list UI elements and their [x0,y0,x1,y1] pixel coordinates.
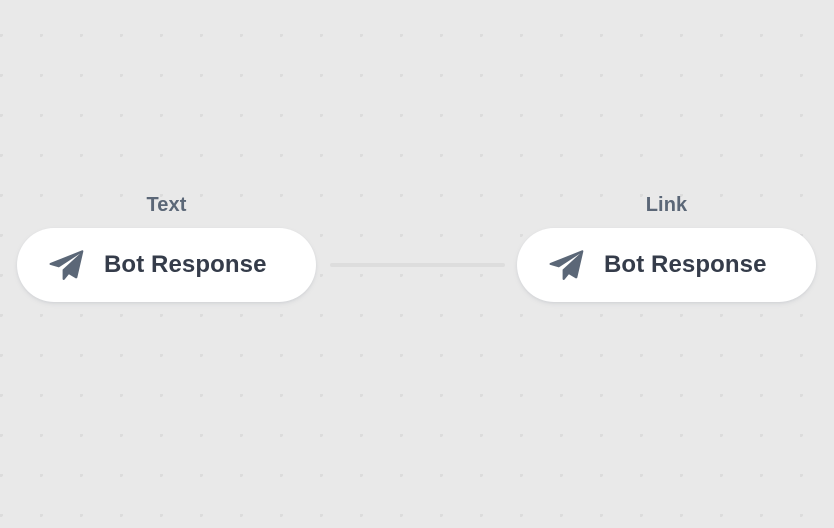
node-bot-response-text[interactable]: Bot Response [17,228,316,302]
node-group-link[interactable]: Link Bot Response [517,195,816,302]
node-bot-response-link[interactable]: Bot Response [517,228,816,302]
node-label-text: Text [146,194,187,216]
paper-plane-icon [47,246,85,284]
paper-plane-icon [547,246,585,284]
connector-edge-text-to-link[interactable] [330,263,505,267]
node-title-link: Bot Response [604,251,767,278]
node-label-link: Link [645,194,688,216]
node-group-text[interactable]: Text Bot Response [17,195,316,302]
node-title-text: Bot Response [104,251,267,278]
